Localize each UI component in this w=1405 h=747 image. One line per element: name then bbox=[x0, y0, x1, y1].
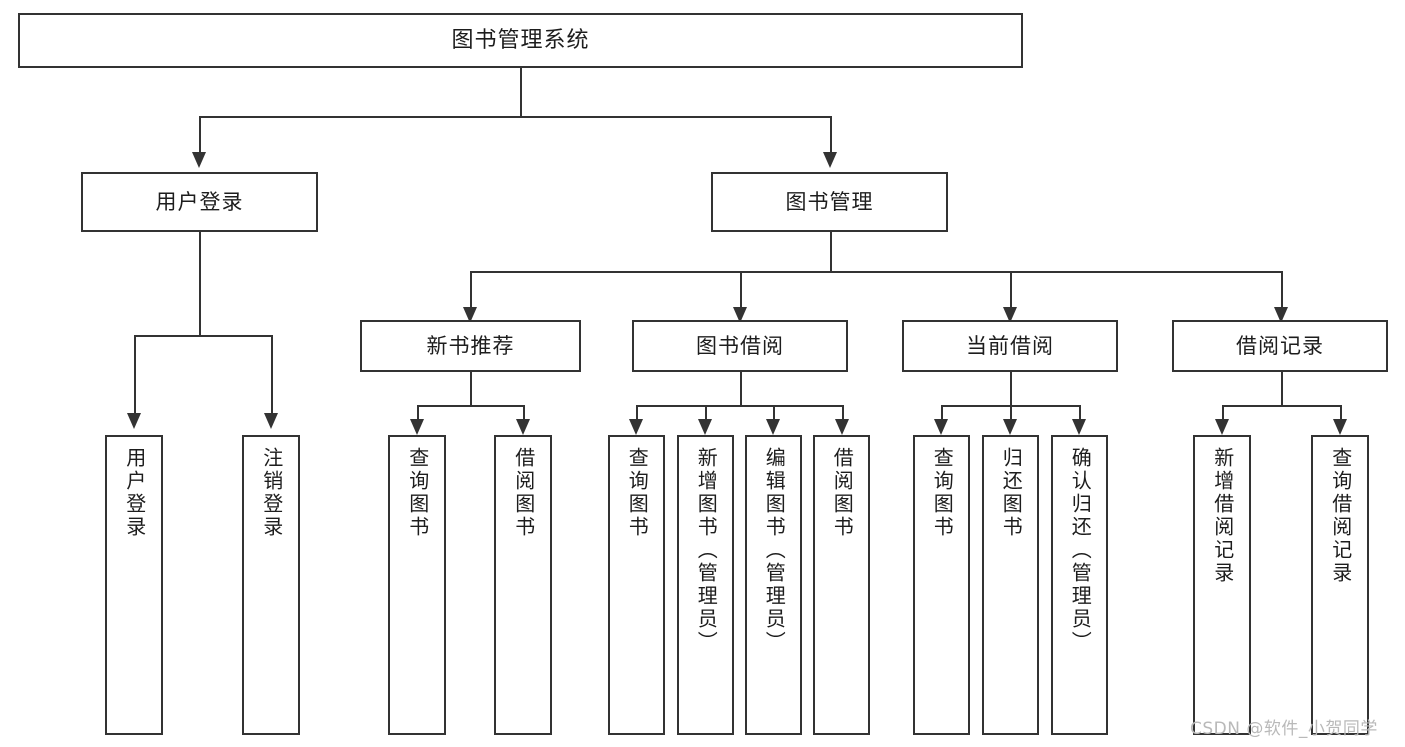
node-label: 注销登录 bbox=[259, 447, 284, 539]
arrow-borrowrecords-leaf-0 bbox=[1215, 419, 1229, 435]
arrow-level3-1 bbox=[733, 307, 747, 323]
connector-newbook-drop-1 bbox=[523, 405, 525, 421]
connector-user-login-drop-0 bbox=[134, 335, 136, 415]
arrow-level2-1 bbox=[823, 152, 837, 168]
node-label: 查询图书 bbox=[625, 447, 650, 539]
leaf-current-borrow-1[interactable]: 归还图书 bbox=[982, 435, 1039, 735]
node-label: 图书管理系统 bbox=[451, 27, 590, 53]
leaf-book-borrow-3[interactable]: 借阅图书 bbox=[813, 435, 870, 735]
node-label: 确认归还（管理员） bbox=[1068, 447, 1093, 654]
connector-newbook-stem bbox=[470, 372, 472, 405]
connector-user-login-bus bbox=[134, 335, 272, 337]
connector-bookborrow-drop-3 bbox=[842, 405, 844, 421]
node-user-login[interactable]: 用户登录 bbox=[81, 172, 318, 232]
connector-borrowrecords-stem bbox=[1281, 372, 1283, 405]
arrow-user-login-leaf-1 bbox=[264, 413, 278, 429]
leaf-book-borrow-0[interactable]: 查询图书 bbox=[608, 435, 665, 735]
watermark-text: CSDN @软件_小贺同学 bbox=[1190, 719, 1378, 739]
node-label: 图书管理 bbox=[785, 189, 874, 214]
node-label: 新增借阅记录 bbox=[1210, 447, 1235, 585]
arrow-bookborrow-leaf-0 bbox=[629, 419, 643, 435]
leaf-current-borrow-2[interactable]: 确认归还（管理员） bbox=[1051, 435, 1108, 735]
node-label: 新增图书（管理员） bbox=[694, 447, 719, 654]
arrow-currentborrow-leaf-0 bbox=[934, 419, 948, 435]
arrow-level2-0 bbox=[192, 152, 206, 168]
arrow-level3-2 bbox=[1003, 307, 1017, 323]
arrow-currentborrow-leaf-2 bbox=[1072, 419, 1086, 435]
node-root-book-management-system[interactable]: 图书管理系统 bbox=[18, 13, 1023, 68]
connector-level3-bus bbox=[470, 271, 1281, 273]
node-label: 归还图书 bbox=[999, 447, 1024, 539]
node-new-book-recommend[interactable]: 新书推荐 bbox=[360, 320, 581, 372]
node-label: 当前借阅 bbox=[966, 333, 1054, 358]
connector-currentborrow-drop-2 bbox=[1079, 405, 1081, 421]
node-label: 编辑图书（管理员） bbox=[762, 447, 787, 654]
leaf-current-borrow-0[interactable]: 查询图书 bbox=[913, 435, 970, 735]
connector-borrowrecords-bus bbox=[1222, 405, 1340, 407]
arrow-level3-0 bbox=[463, 307, 477, 323]
node-label: 借阅记录 bbox=[1236, 333, 1324, 358]
connector-newbook-drop-0 bbox=[417, 405, 419, 421]
node-label: 查询图书 bbox=[930, 447, 955, 539]
node-label: 用户登录 bbox=[155, 189, 244, 214]
connector-currentborrow-drop-1 bbox=[1010, 405, 1012, 421]
arrow-newbook-leaf-0 bbox=[410, 419, 424, 435]
leaf-borrow-records-1[interactable]: 查询借阅记录 bbox=[1311, 435, 1369, 735]
connector-level3-drop-2 bbox=[1010, 271, 1012, 309]
connector-bookborrow-stem bbox=[740, 372, 742, 405]
connector-level2-drop-1 bbox=[830, 116, 832, 154]
connector-level2-drop-0 bbox=[199, 116, 201, 154]
node-book-borrow[interactable]: 图书借阅 bbox=[632, 320, 848, 372]
node-label: 借阅图书 bbox=[511, 447, 536, 539]
connector-book-mgmt-stem bbox=[830, 232, 832, 271]
node-label: 查询图书 bbox=[405, 447, 430, 539]
connector-level3-drop-3 bbox=[1281, 271, 1283, 309]
arrow-newbook-leaf-1 bbox=[516, 419, 530, 435]
node-label: 查询借阅记录 bbox=[1328, 447, 1353, 585]
connector-user-login-drop-1 bbox=[271, 335, 273, 415]
node-label: 用户登录 bbox=[122, 447, 147, 539]
connector-level2-bus bbox=[199, 116, 831, 118]
connector-newbook-bus bbox=[417, 405, 523, 407]
connector-level3-drop-0 bbox=[470, 271, 472, 309]
node-borrow-records[interactable]: 借阅记录 bbox=[1172, 320, 1388, 372]
node-label: 借阅图书 bbox=[830, 447, 855, 539]
node-label: 新书推荐 bbox=[426, 333, 515, 358]
arrow-bookborrow-leaf-2 bbox=[766, 419, 780, 435]
connector-root-stem bbox=[520, 68, 522, 116]
arrow-bookborrow-leaf-3 bbox=[835, 419, 849, 435]
leaf-book-borrow-2[interactable]: 编辑图书（管理员） bbox=[745, 435, 802, 735]
node-book-management[interactable]: 图书管理 bbox=[711, 172, 948, 232]
leaf-new-book-recommend-1[interactable]: 借阅图书 bbox=[494, 435, 552, 735]
connector-currentborrow-drop-0 bbox=[941, 405, 943, 421]
connector-bookborrow-drop-1 bbox=[705, 405, 707, 421]
connector-currentborrow-stem bbox=[1010, 372, 1012, 405]
connector-user-login-stem bbox=[199, 232, 201, 335]
leaf-user-login-0[interactable]: 用户登录 bbox=[105, 435, 163, 735]
arrow-user-login-leaf-0 bbox=[127, 413, 141, 429]
arrow-bookborrow-leaf-1 bbox=[698, 419, 712, 435]
arrow-level3-3 bbox=[1274, 307, 1288, 323]
connector-bookborrow-drop-2 bbox=[773, 405, 775, 421]
leaf-user-login-1[interactable]: 注销登录 bbox=[242, 435, 300, 735]
connector-bookborrow-drop-0 bbox=[636, 405, 638, 421]
node-label: 图书借阅 bbox=[696, 333, 784, 358]
arrow-borrowrecords-leaf-1 bbox=[1333, 419, 1347, 435]
leaf-borrow-records-0[interactable]: 新增借阅记录 bbox=[1193, 435, 1251, 735]
connector-bookborrow-bus bbox=[636, 405, 842, 407]
leaf-new-book-recommend-0[interactable]: 查询图书 bbox=[388, 435, 446, 735]
arrow-currentborrow-leaf-1 bbox=[1003, 419, 1017, 435]
connector-level3-drop-1 bbox=[740, 271, 742, 309]
node-current-borrow[interactable]: 当前借阅 bbox=[902, 320, 1118, 372]
connector-borrowrecords-drop-0 bbox=[1222, 405, 1224, 421]
connector-borrowrecords-drop-1 bbox=[1340, 405, 1342, 421]
leaf-book-borrow-1[interactable]: 新增图书（管理员） bbox=[677, 435, 734, 735]
